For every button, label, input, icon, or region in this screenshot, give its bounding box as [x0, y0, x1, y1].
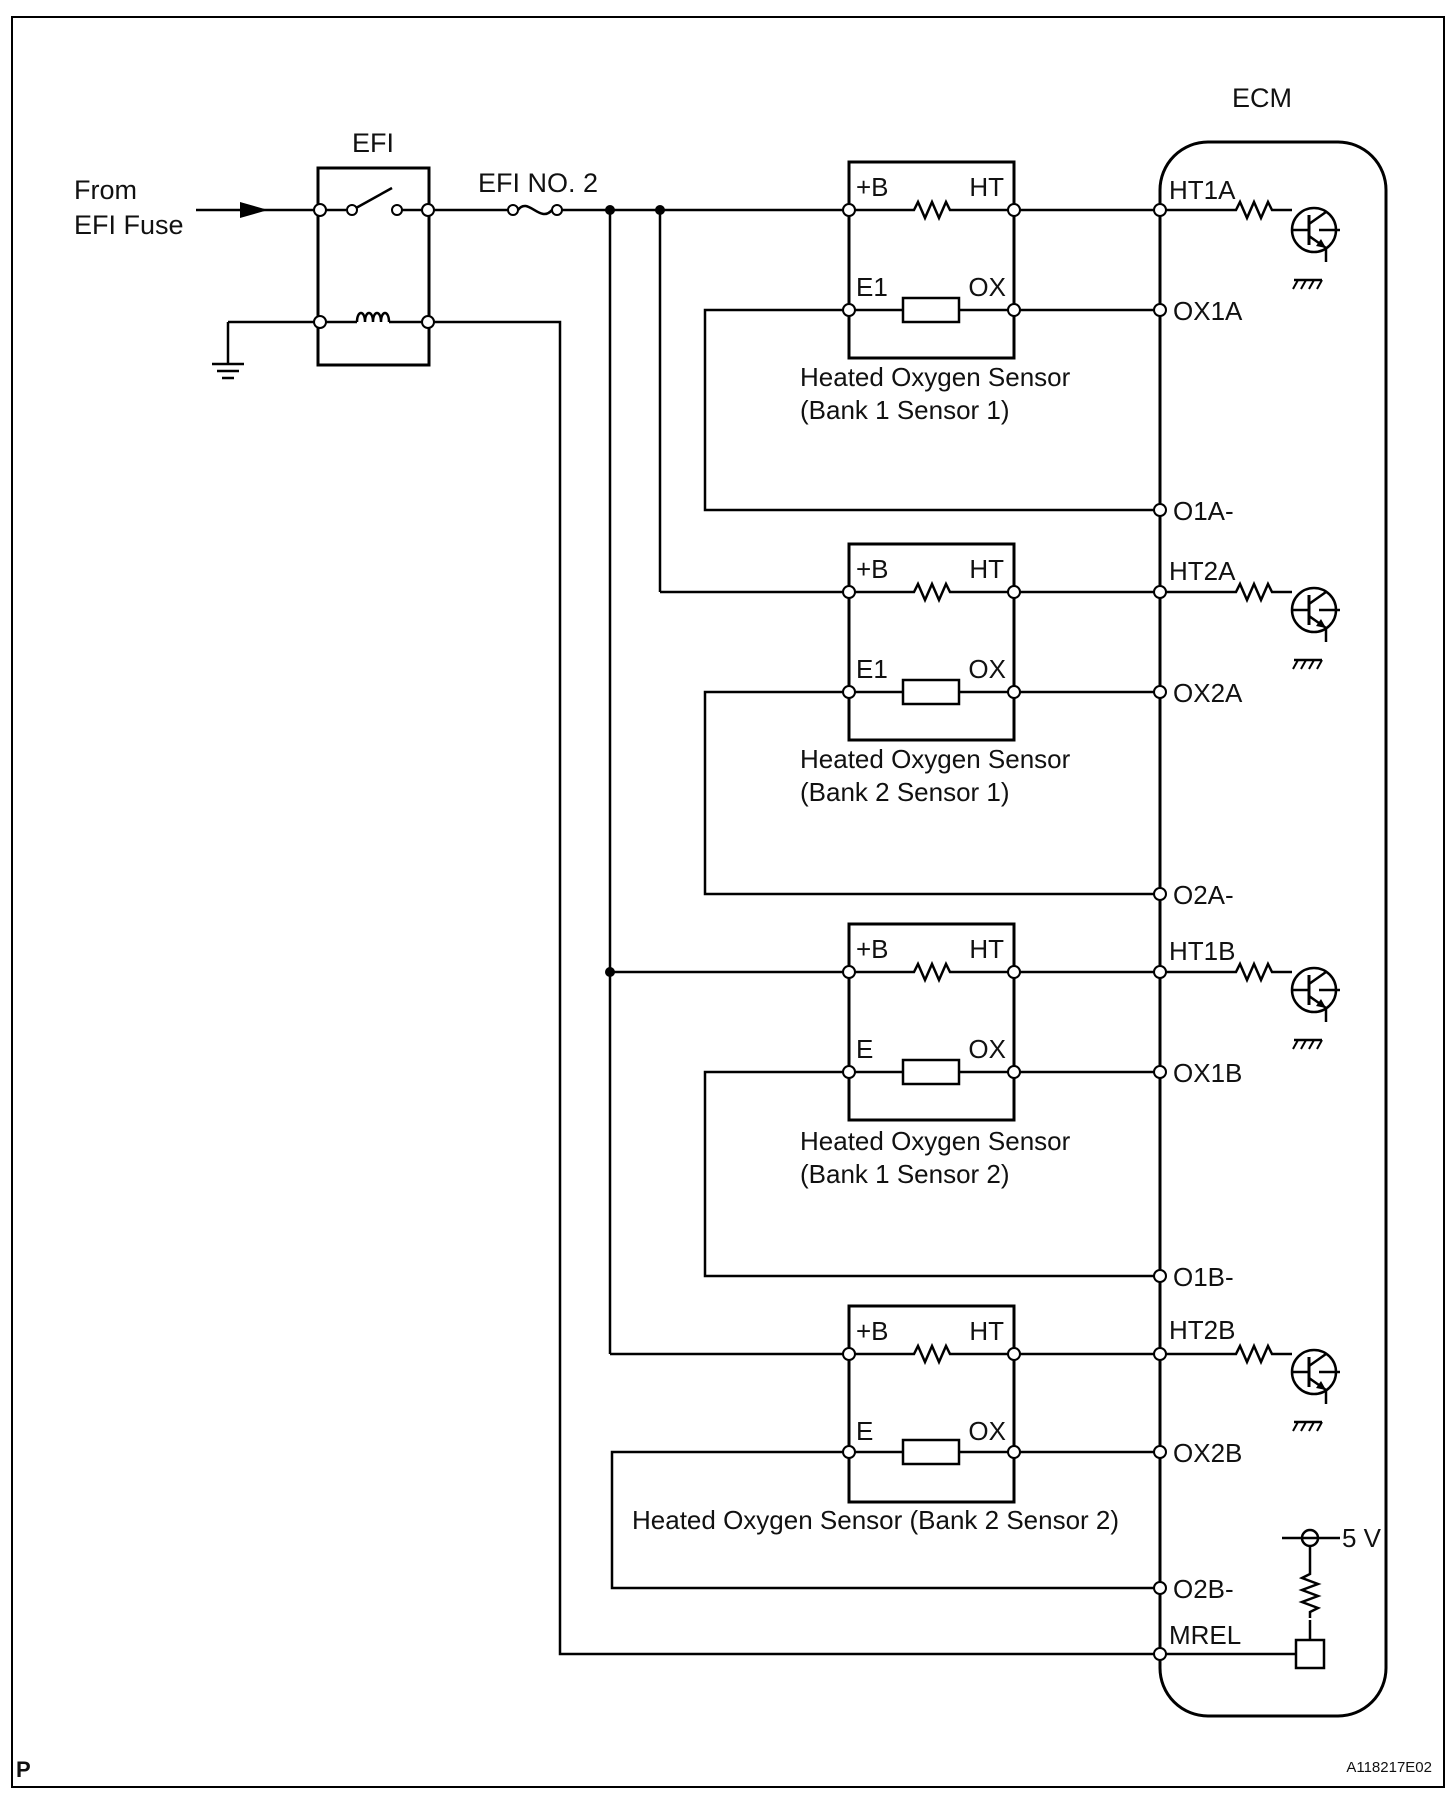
relay-ground [212, 320, 314, 380]
svg-text:E: E [856, 1416, 873, 1446]
heater-driver-ht2b [1166, 1344, 1342, 1433]
heater-driver-ht1a [1166, 200, 1342, 291]
svg-text:OX: OX [968, 654, 1006, 684]
pin-o2b: O2B- [1173, 1574, 1234, 1604]
input-arrow [240, 202, 268, 218]
svg-text:From: From [74, 175, 137, 205]
pin-ht1a: HT1A [1169, 175, 1236, 205]
pin-o1b: O1B- [1173, 1262, 1234, 1292]
pin-ox1a: OX1A [1173, 296, 1243, 326]
mrel-wire [434, 320, 1154, 1656]
ecm-terminal-circles [1153, 203, 1167, 1661]
pin-ox1b: OX1B [1173, 1058, 1242, 1088]
svg-text:HT: HT [969, 934, 1004, 964]
pin-ox2a: OX2A [1173, 678, 1243, 708]
svg-text:HT: HT [969, 1316, 1004, 1346]
svg-text:+B: +B [856, 172, 889, 202]
sensor-bank1-sensor1: +B HT E1 OX Heated Oxygen Sensor (Bank 1… [800, 160, 1071, 425]
svg-text:EFI Fuse: EFI Fuse [74, 210, 184, 240]
svg-text:+B: +B [856, 934, 889, 964]
svg-text:Heated Oxygen Sensor: Heated Oxygen Sensor [800, 744, 1071, 774]
svg-text:Heated Oxygen Sensor: Heated Oxygen Sensor [800, 1126, 1071, 1156]
mrel-pullup: 5 V [1166, 1523, 1382, 1670]
diagram-frame [11, 16, 1445, 1788]
wire-o1a [703, 308, 1154, 512]
reference-code: A118217E02 [1346, 1759, 1432, 1776]
svg-text:E1: E1 [856, 272, 888, 302]
pin-ht2a: HT2A [1169, 556, 1236, 586]
pin-mrel: MREL [1169, 1620, 1241, 1650]
svg-text:Heated Oxygen Sensor: Heated Oxygen Sensor [800, 362, 1071, 392]
ecm-label: ECM [1232, 83, 1292, 113]
pin-ht2b: HT2B [1169, 1315, 1235, 1345]
wire-o2a [703, 690, 1154, 896]
sensor-bank2-sensor1: +B HT E1 OX Heated Oxygen Sensor (Bank 2… [800, 542, 1071, 807]
svg-text:OX: OX [968, 1034, 1006, 1064]
ecm-box [1158, 140, 1388, 1718]
pin-ox2b: OX2B [1173, 1438, 1242, 1468]
svg-text:(Bank 1 Sensor 2): (Bank 1 Sensor 2) [800, 1159, 1010, 1189]
pin-o2a: O2A- [1173, 880, 1234, 910]
corner-label: P [16, 1757, 31, 1782]
svg-text:HT: HT [969, 172, 1004, 202]
svg-text:E: E [856, 1034, 873, 1064]
svg-text:OX: OX [968, 272, 1006, 302]
svg-text:Heated Oxygen Sensor (Bank 2 S: Heated Oxygen Sensor (Bank 2 Sensor 2) [632, 1505, 1119, 1535]
sensor-bank2-sensor2: +B HT E OX Heated Oxygen Sensor (Bank 2 … [632, 1304, 1119, 1535]
efi-relay: EFI [313, 128, 435, 367]
svg-text:EFI: EFI [352, 128, 394, 158]
wire-o1b [703, 1070, 1154, 1278]
svg-text:(Bank 2 Sensor 1): (Bank 2 Sensor 1) [800, 777, 1010, 807]
svg-text:HT: HT [969, 554, 1004, 584]
junction-dot [655, 205, 665, 215]
pin-ht1b: HT1B [1169, 936, 1235, 966]
sensor-bank1-sensor2: +B HT E OX Heated Oxygen Sensor (Bank 1 … [800, 922, 1071, 1189]
svg-text:+B: +B [856, 554, 889, 584]
wire-o2b [610, 1450, 1154, 1590]
efi-no2-fuse: EFI NO. 2 [434, 168, 844, 216]
pin-o1a: O1A- [1173, 496, 1234, 526]
svg-text:+B: +B [856, 1316, 889, 1346]
supply-5v-label: 5 V [1342, 1523, 1382, 1553]
heater-driver-ht2a [1166, 582, 1342, 671]
svg-text:(Bank 1 Sensor 1): (Bank 1 Sensor 1) [800, 395, 1010, 425]
from-efi-fuse-label: From EFI Fuse [74, 175, 184, 240]
svg-text:E1: E1 [856, 654, 888, 684]
heater-driver-ht1b [1166, 962, 1342, 1051]
svg-text:OX: OX [968, 1416, 1006, 1446]
junction-dot [605, 205, 615, 215]
svg-text:EFI NO. 2: EFI NO. 2 [478, 168, 598, 198]
